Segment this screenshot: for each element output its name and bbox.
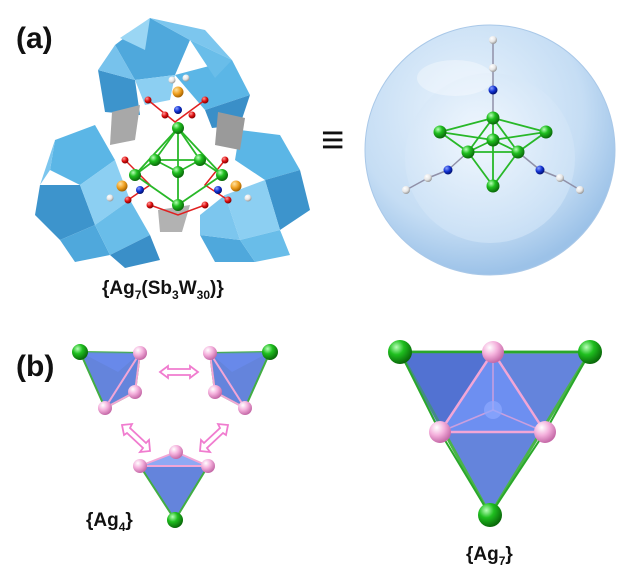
ag7-large-tetrahedron (388, 340, 602, 527)
ag4-tetrahedron-bottom (133, 445, 215, 528)
pom-cluster-structure (35, 18, 310, 268)
silver-atoms-sphere (433, 111, 553, 193)
left-w-polyhedra (35, 125, 160, 268)
arrow-horizontal (158, 364, 200, 380)
ligand-atoms-sphere (402, 36, 584, 194)
oxygen-atoms-a (121, 96, 232, 209)
ag7-formula: {Ag7} (466, 544, 513, 568)
panel-a-label: (a) (16, 22, 53, 55)
ligand-atoms-a (106, 74, 252, 202)
top-w-polyhedra (98, 18, 250, 128)
arrow-right-diagonal (199, 422, 230, 454)
interconversion-arrows (120, 364, 230, 454)
panel-b-label: (b) (16, 350, 55, 383)
encapsulation-sphere (364, 24, 616, 276)
right-w-polyhedra (200, 130, 310, 262)
ag4-formula: {Ag4} (86, 510, 133, 534)
equivalence-symbol: ≡ (321, 118, 345, 162)
silver-atoms-a (129, 122, 228, 211)
ag4-tetrahedron-left (72, 344, 147, 415)
pom-formula: {Ag7(Sb3W30)} (102, 278, 224, 302)
arrow-left-diagonal (120, 422, 151, 454)
gray-sb-units (110, 105, 245, 232)
ag4-tetrahedron-right (203, 344, 278, 415)
